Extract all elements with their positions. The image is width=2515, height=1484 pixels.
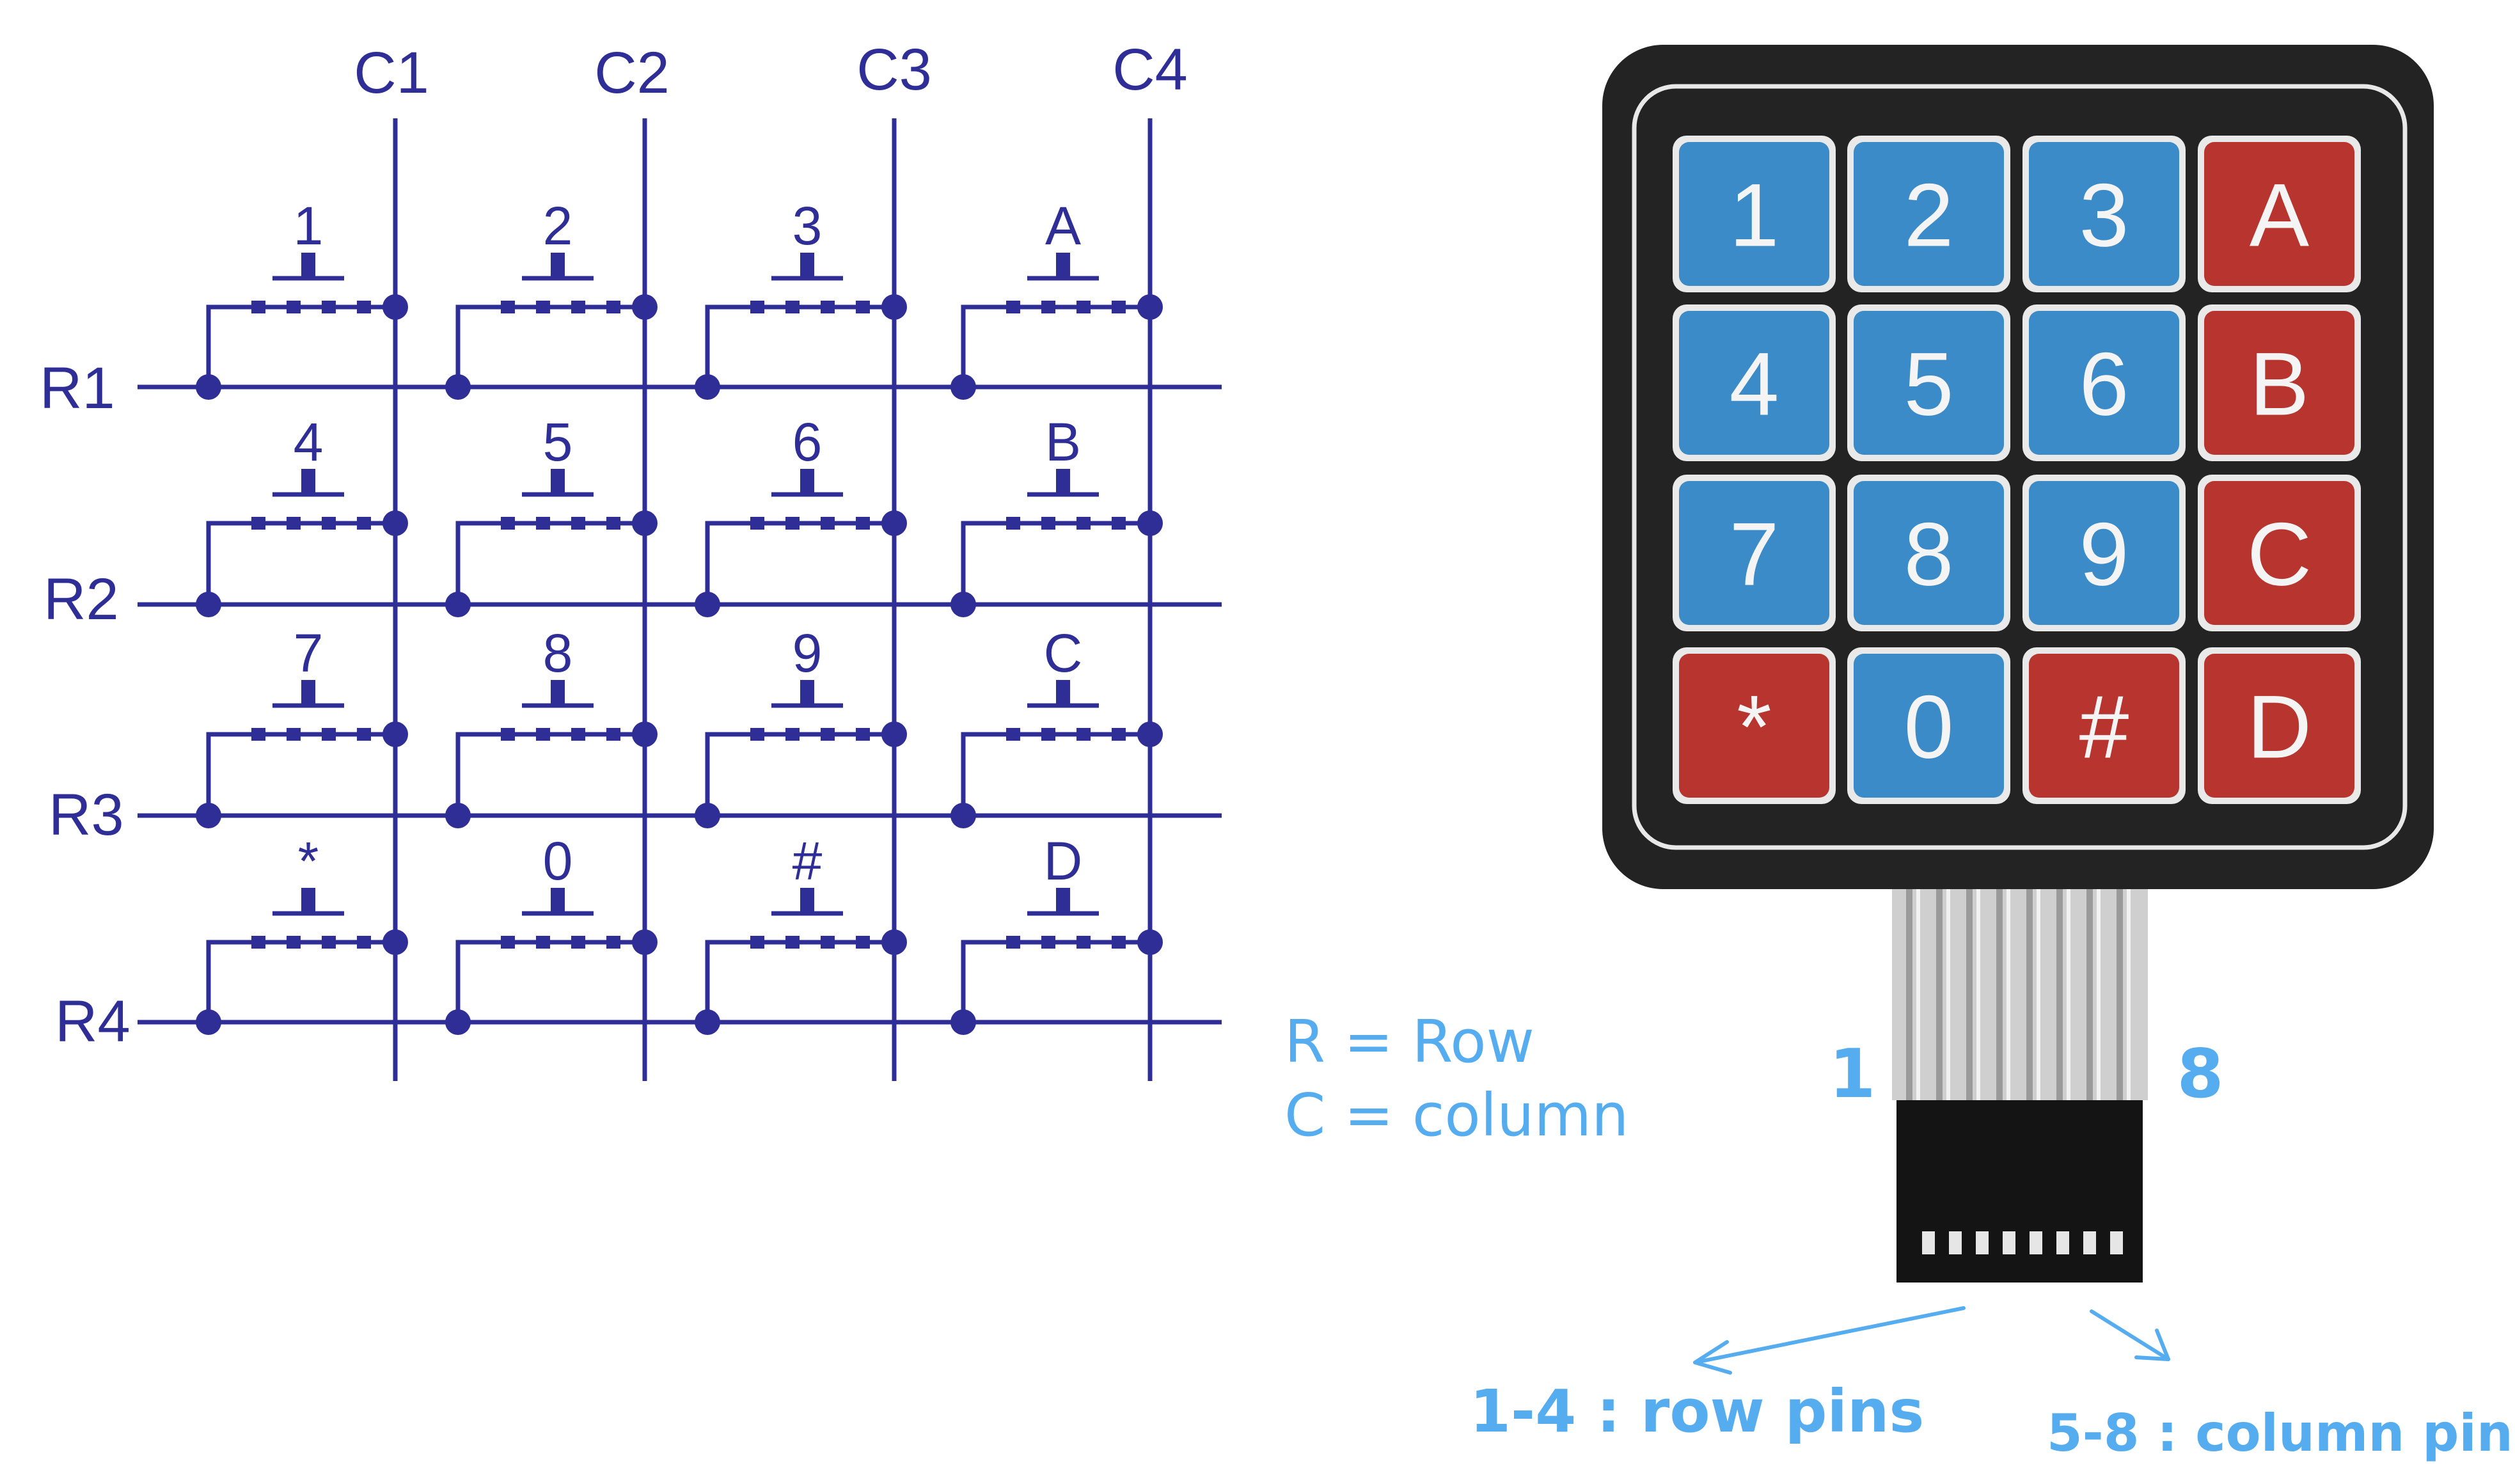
arrow-to-column-pins bbox=[2090, 1309, 2170, 1361]
switch-label-r1-c3: 3 bbox=[792, 196, 823, 256]
switch-r4-c2 bbox=[445, 888, 658, 1035]
switch-label-r2-c2: 5 bbox=[543, 412, 573, 472]
switch-r2-c4 bbox=[950, 469, 1163, 617]
row-pins-label: 1-4 : row pins bbox=[1470, 1377, 1924, 1446]
switch-r4-c1 bbox=[196, 888, 408, 1035]
switch-r1-c1 bbox=[196, 253, 408, 400]
key-label: C bbox=[2247, 504, 2312, 604]
switch-r2-c1 bbox=[196, 469, 408, 617]
switch-r4-c4 bbox=[950, 888, 1163, 1035]
key-1[interactable]: 2 bbox=[1847, 136, 2010, 292]
switch-label-r3-c2: 8 bbox=[543, 623, 573, 683]
switch-label-r2-c4: B bbox=[1045, 412, 1081, 472]
switch-r2-c3 bbox=[695, 469, 907, 617]
switch-label-r2-c3: 6 bbox=[792, 412, 823, 472]
key-label: 7 bbox=[1730, 504, 1779, 604]
switch-label-r4-c1: * bbox=[298, 831, 319, 891]
key-9[interactable]: 8 bbox=[1847, 475, 2010, 631]
switch-r3-c3 bbox=[695, 680, 907, 828]
keypad-matrix-schematic bbox=[138, 118, 1222, 1081]
key-label: # bbox=[2079, 677, 2129, 777]
key-2[interactable]: 3 bbox=[2022, 136, 2186, 292]
switch-label-r1-c4: A bbox=[1045, 196, 1081, 256]
row-label-r1: R1 bbox=[40, 356, 115, 421]
keypad-inner-border bbox=[1632, 84, 2408, 850]
key-label: 6 bbox=[2079, 334, 2129, 434]
key-label: 2 bbox=[1904, 165, 1954, 265]
switch-r3-c2 bbox=[445, 680, 658, 828]
switch-label-r3-c4: C bbox=[1044, 623, 1083, 683]
key-label: 5 bbox=[1904, 334, 1954, 434]
key-10[interactable]: 9 bbox=[2022, 475, 2186, 631]
pin-number-first: 1 bbox=[1829, 1035, 1875, 1113]
key-3[interactable]: A bbox=[2198, 136, 2361, 292]
key-label: 9 bbox=[2079, 504, 2129, 604]
switch-label-r1-c1: 1 bbox=[294, 196, 324, 256]
key-5[interactable]: 5 bbox=[1847, 304, 2010, 461]
key-12[interactable]: * bbox=[1673, 647, 1836, 804]
switch-r1-c2 bbox=[445, 253, 658, 400]
switch-r1-c3 bbox=[695, 253, 907, 400]
key-label: A bbox=[2250, 165, 2310, 265]
switch-label-r4-c2: 0 bbox=[543, 831, 573, 891]
key-7[interactable]: B bbox=[2198, 304, 2361, 461]
membrane-keypad: 1 2 3 A 4 5 6 B 7 8 9 C * 0 # D bbox=[1602, 45, 2434, 1283]
row-label-r4: R4 bbox=[55, 989, 130, 1054]
key-4[interactable]: 4 bbox=[1673, 304, 1836, 461]
key-14[interactable]: # bbox=[2022, 647, 2186, 804]
key-label: 4 bbox=[1730, 334, 1779, 434]
switch-label-r1-c2: 2 bbox=[543, 196, 573, 256]
column-label-c4: C4 bbox=[1112, 37, 1188, 102]
key-label: D bbox=[2247, 677, 2312, 777]
switch-r3-c1 bbox=[196, 680, 408, 828]
pin-connector bbox=[1896, 1100, 2143, 1283]
ribbon-cable bbox=[1892, 889, 2148, 1100]
column-label-c2: C2 bbox=[594, 40, 670, 106]
key-label: 1 bbox=[1730, 165, 1779, 265]
switch-r1-c4 bbox=[950, 253, 1163, 400]
row-label-r2: R2 bbox=[43, 567, 119, 632]
switch-r2-c2 bbox=[445, 469, 658, 617]
column-pins-label: 5-8 : column pins bbox=[2047, 1403, 2515, 1463]
column-label-c3: C3 bbox=[856, 37, 932, 102]
switch-r4-c3 bbox=[695, 888, 907, 1035]
key-label: * bbox=[1737, 677, 1771, 777]
switch-r3-c4 bbox=[950, 680, 1163, 828]
key-6[interactable]: 6 bbox=[2022, 304, 2186, 461]
switch-label-r3-c3: 9 bbox=[792, 623, 823, 683]
row-label-r3: R3 bbox=[49, 782, 124, 848]
key-11[interactable]: C bbox=[2198, 475, 2361, 631]
key-label: 0 bbox=[1904, 677, 1954, 777]
key-15[interactable]: D bbox=[2198, 647, 2361, 804]
pin-number-last: 8 bbox=[2177, 1035, 2223, 1113]
arrow-to-row-pins bbox=[1693, 1306, 1966, 1375]
legend-row: R = Row bbox=[1284, 1007, 1534, 1076]
key-label: 3 bbox=[2079, 165, 2129, 265]
legend-column: C = column bbox=[1284, 1081, 1628, 1149]
key-8[interactable]: 7 bbox=[1673, 475, 1836, 631]
key-label: B bbox=[2250, 334, 2309, 434]
switch-label-r4-c4: D bbox=[1044, 831, 1083, 891]
column-label-c1: C1 bbox=[354, 40, 429, 106]
switch-label-r2-c1: 4 bbox=[294, 412, 324, 472]
key-13[interactable]: 0 bbox=[1847, 647, 2010, 804]
key-0[interactable]: 1 bbox=[1673, 136, 1836, 292]
switch-label-r3-c1: 7 bbox=[294, 623, 324, 683]
key-label: 8 bbox=[1904, 504, 1954, 604]
switch-label-r4-c3: # bbox=[792, 831, 823, 891]
